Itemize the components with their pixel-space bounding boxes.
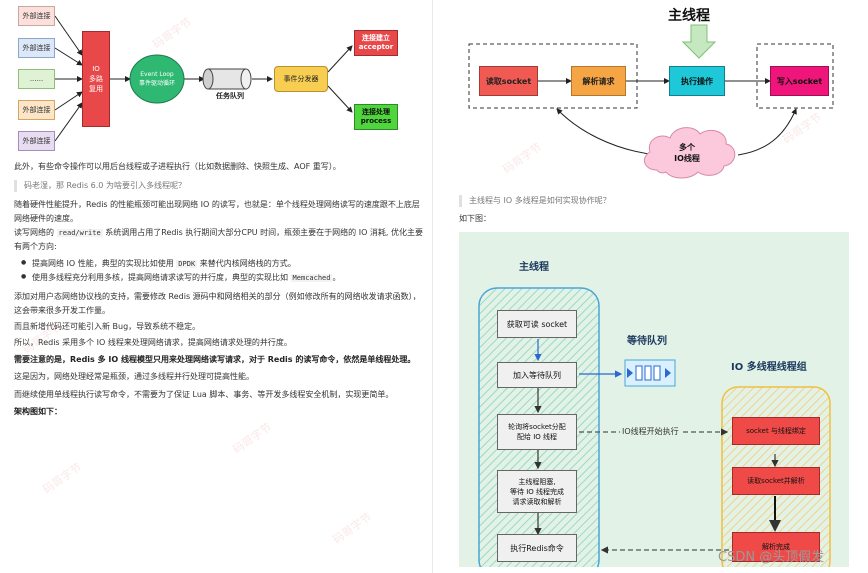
paragraph-background-tasks: 此外，有些命令操作可以用后台线程或子进程执行（比如数据删除、快照生成、AOF 重… xyxy=(14,162,341,171)
step-round-robin: 轮询将socket分配 配给 IO 线程 xyxy=(497,414,577,450)
write-socket-dashed-region xyxy=(756,43,834,109)
paragraph-new-bugs: 而且新增代码还可能引入新 Bug，导致系统不稳定。 xyxy=(14,322,201,331)
connection-box-2: 外部连接 xyxy=(18,38,55,58)
wait-queue-shape xyxy=(624,359,676,387)
task-queue-label: 任务队列 xyxy=(216,92,244,100)
connection-box-1: 外部连接 xyxy=(18,6,55,26)
left-architecture-diagram xyxy=(54,15,353,142)
caption-as-shown: 如下图： xyxy=(459,214,491,223)
connection-box-5: 外部连接 xyxy=(18,131,55,151)
paragraph-user-stack: 添加对用户态网络协议栈的支持，需要修改 Redis 源码中和网络相关的部分（例如… xyxy=(14,292,421,315)
wm-7: 码哥字节 xyxy=(330,510,375,547)
quote-cooperation: 主线程与 IO 多线程是如何实现协作呢？ xyxy=(459,195,849,207)
syscall-text-b: 系统调用占用了Redis 执行期间大部分CPU 时间，瓶颈主要在于网络的 IO … xyxy=(14,228,424,251)
code-dpdk: DPDK xyxy=(176,260,198,268)
flow-arrows xyxy=(538,78,797,156)
paragraph-architecture-heading: 架构图如下： xyxy=(14,407,62,416)
task-queue-cylinder xyxy=(202,68,252,90)
io-read-parse: 读取socket并解析 xyxy=(732,467,820,495)
main-thread-title: 主线程 xyxy=(668,8,710,24)
page-divider xyxy=(432,0,433,573)
io-bind-socket: socket 与线程绑定 xyxy=(732,417,820,445)
step-get-readable-socket: 获取可读 socket xyxy=(497,310,577,338)
execute-operation-box: 执行操作 xyxy=(669,66,725,96)
connection-box-4: 外部连接 xyxy=(18,100,55,120)
io-thread-dashed-region xyxy=(468,43,638,109)
write-socket-box: 写入socket xyxy=(770,66,829,96)
step-enqueue: 加入等待队列 xyxy=(497,362,577,388)
code-memcached: Memcached xyxy=(290,274,333,282)
cloud-shape xyxy=(643,127,736,179)
bullet-dpdk-text-b: 来替代内核网络栈的方式。 xyxy=(197,259,296,268)
process-box: 连接处理 process xyxy=(354,104,398,130)
step-execute-redis-command: 执行Redis命令 xyxy=(497,534,577,562)
io-multiplexing-box: IO 多路 复用 xyxy=(82,31,110,127)
bullet-memcached-text-b: 。 xyxy=(332,273,341,282)
paragraph-note-single-thread: 需要注意的是，Redis 多 IO 线程模型只用来处理网络读写请求，对于 Red… xyxy=(14,355,416,364)
io-start-label: IO线程开始执行 xyxy=(620,426,681,437)
io-threads-cloud-label: 多个 IO线程 xyxy=(674,143,700,163)
wm-3: 码哥字节 xyxy=(230,420,275,457)
syscall-text-a: 读写网络的 xyxy=(14,228,57,237)
connection-to-io-arrows xyxy=(54,15,353,142)
parse-request-box: 解析请求 xyxy=(571,66,626,96)
csdn-watermark: CSDN @头顶假发 xyxy=(718,550,825,565)
wait-queue-heading: 等待队列 xyxy=(627,336,667,347)
bullet-dpdk-text-a: 提高网络 IO 性能，典型的实现比如使用 xyxy=(32,259,177,268)
paragraph-syscall: 读写网络的 read/write 系统调用占用了Redis 执行期间大部分CPU… xyxy=(14,226,424,254)
bullet-memcached: 使用多线程充分利用多核，提高网络请求读写的并行度，典型的实现比如 Memcach… xyxy=(21,272,424,283)
event-loop-circle xyxy=(129,54,185,104)
event-dispatcher-box: 事件分发器 xyxy=(274,66,328,92)
paragraph-bottleneck-reason: 这是因为，网络处理经常是瓶颈，通过多线程并行处理可提高性能。 xyxy=(14,372,254,381)
step-main-thread-block: 主线程阻塞, 等待 IO 线程完成 请求读取和解析 xyxy=(497,470,577,513)
thread-diagram-svg xyxy=(478,287,831,567)
io-parse-done: 解析完成 xyxy=(732,532,820,562)
bullet-dpdk: 提高网络 IO 性能，典型的实现比如使用 DPDK 来替代内核网络栈的方式。 xyxy=(21,258,424,269)
acceptor-box: 连接建立 acceptor xyxy=(354,30,398,56)
quote-why-multithread: 码老湿，那 Redis 6.0 为啥要引入多线程呢？ xyxy=(14,180,419,192)
wm-4: 码哥字节 xyxy=(40,460,85,497)
paragraph-io-bottleneck: 随着硬件性能提升，Redis 的性能瓶颈可能出现网络 IO 的读写，也就是：单个… xyxy=(14,200,420,223)
main-thread-heading: 主线程 xyxy=(519,262,549,273)
event-loop-label: Event Loop 事件驱动循环 xyxy=(138,71,175,87)
bullet-memcached-text-a: 使用多线程充分利用多核，提高网络请求读写的并行度，典型的实现比如 xyxy=(32,273,291,282)
code-read-write: read/write xyxy=(56,229,103,237)
read-socket-box: 读取socket xyxy=(479,66,538,96)
paragraph-multi-io: 所以，Redis 采用多个 IO 线程来处理网络请求，提高网络请求处理的并行度。 xyxy=(14,338,292,347)
down-arrow-shape xyxy=(681,24,717,59)
connection-box-3: ...... xyxy=(18,69,55,89)
right-top-diagram xyxy=(468,24,834,179)
paragraph-simplicity: 而继续使用单线程执行读写命令，不需要为了保证 Lua 脚本、事务、等开发多线程安… xyxy=(14,390,394,399)
io-group-heading: IO 多线程线程组 xyxy=(731,362,807,373)
